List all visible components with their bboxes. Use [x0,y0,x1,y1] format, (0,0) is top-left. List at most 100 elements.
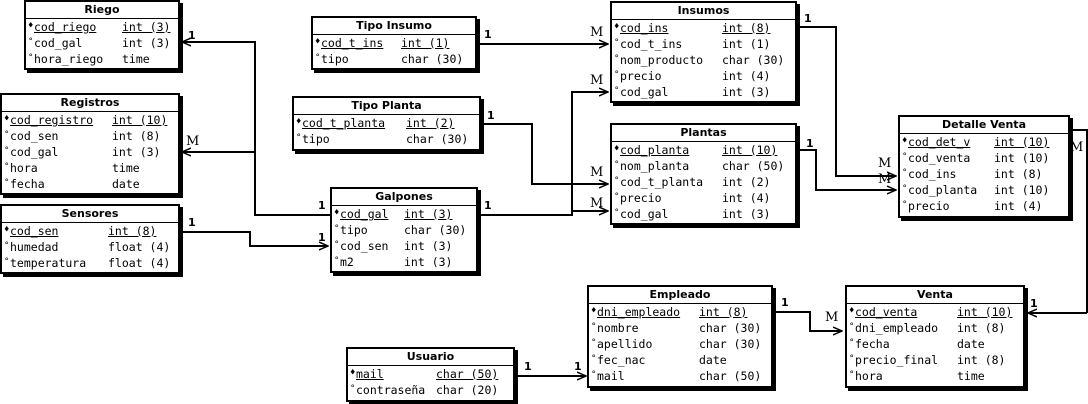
primary-key-icon: ♦ [28,21,34,31]
card-detalleventa-many: M [878,156,892,171]
attribute-icon: ° [614,208,620,218]
field-name: precio_final [855,353,939,367]
primary-key-icon: ♦ [315,37,321,47]
entity-title: Insumos [612,3,795,20]
attribute-icon: ° [849,338,855,348]
field-name: cod_t_planta [620,175,704,189]
card-tipoinsumo-one: 1 [484,28,492,41]
field-name: mail [356,367,384,381]
entity-title: Sensores [2,206,178,223]
attribute-icon: ° [614,192,620,202]
line-insumos-detalleventa [798,26,896,176]
attribute-icon: ° [849,322,855,332]
field-name: precio [620,191,662,205]
field-type: int (2) [406,116,455,130]
field-type: int (2) [722,175,771,189]
line-empleado-venta [775,311,842,331]
field-name: dni_empleado [855,321,939,335]
field-type: int (1) [722,37,771,51]
attribute-icon: ° [591,370,597,380]
field-type: char (30) [699,321,762,335]
entity-title: Plantas [612,125,795,142]
attribute-icon: ° [849,354,855,364]
field-name: cod_det_v [908,135,971,149]
field-type: int (3) [122,20,171,34]
field-name: cod_t_ins [321,36,384,50]
entity-title: Tipo Planta [294,98,479,115]
primary-key-icon: ♦ [350,368,356,378]
field-name: precio [620,69,662,83]
line-galpones-insumos [480,92,608,216]
primary-key-icon: ♦ [849,306,855,316]
field-row[interactable]: ♦mail char (50) [348,366,513,382]
field-name: cod_sen [10,129,59,143]
field-type: char (30) [699,337,762,351]
attribute-icon: ° [350,384,356,394]
field-name: m2 [340,255,354,269]
attribute-icon: ° [4,241,10,251]
entity-title: Tipo Insumo [313,18,475,35]
attribute-icon: ° [902,168,908,178]
field-type: char (50) [436,367,499,381]
card-galpones-one-3: 1 [484,199,492,212]
